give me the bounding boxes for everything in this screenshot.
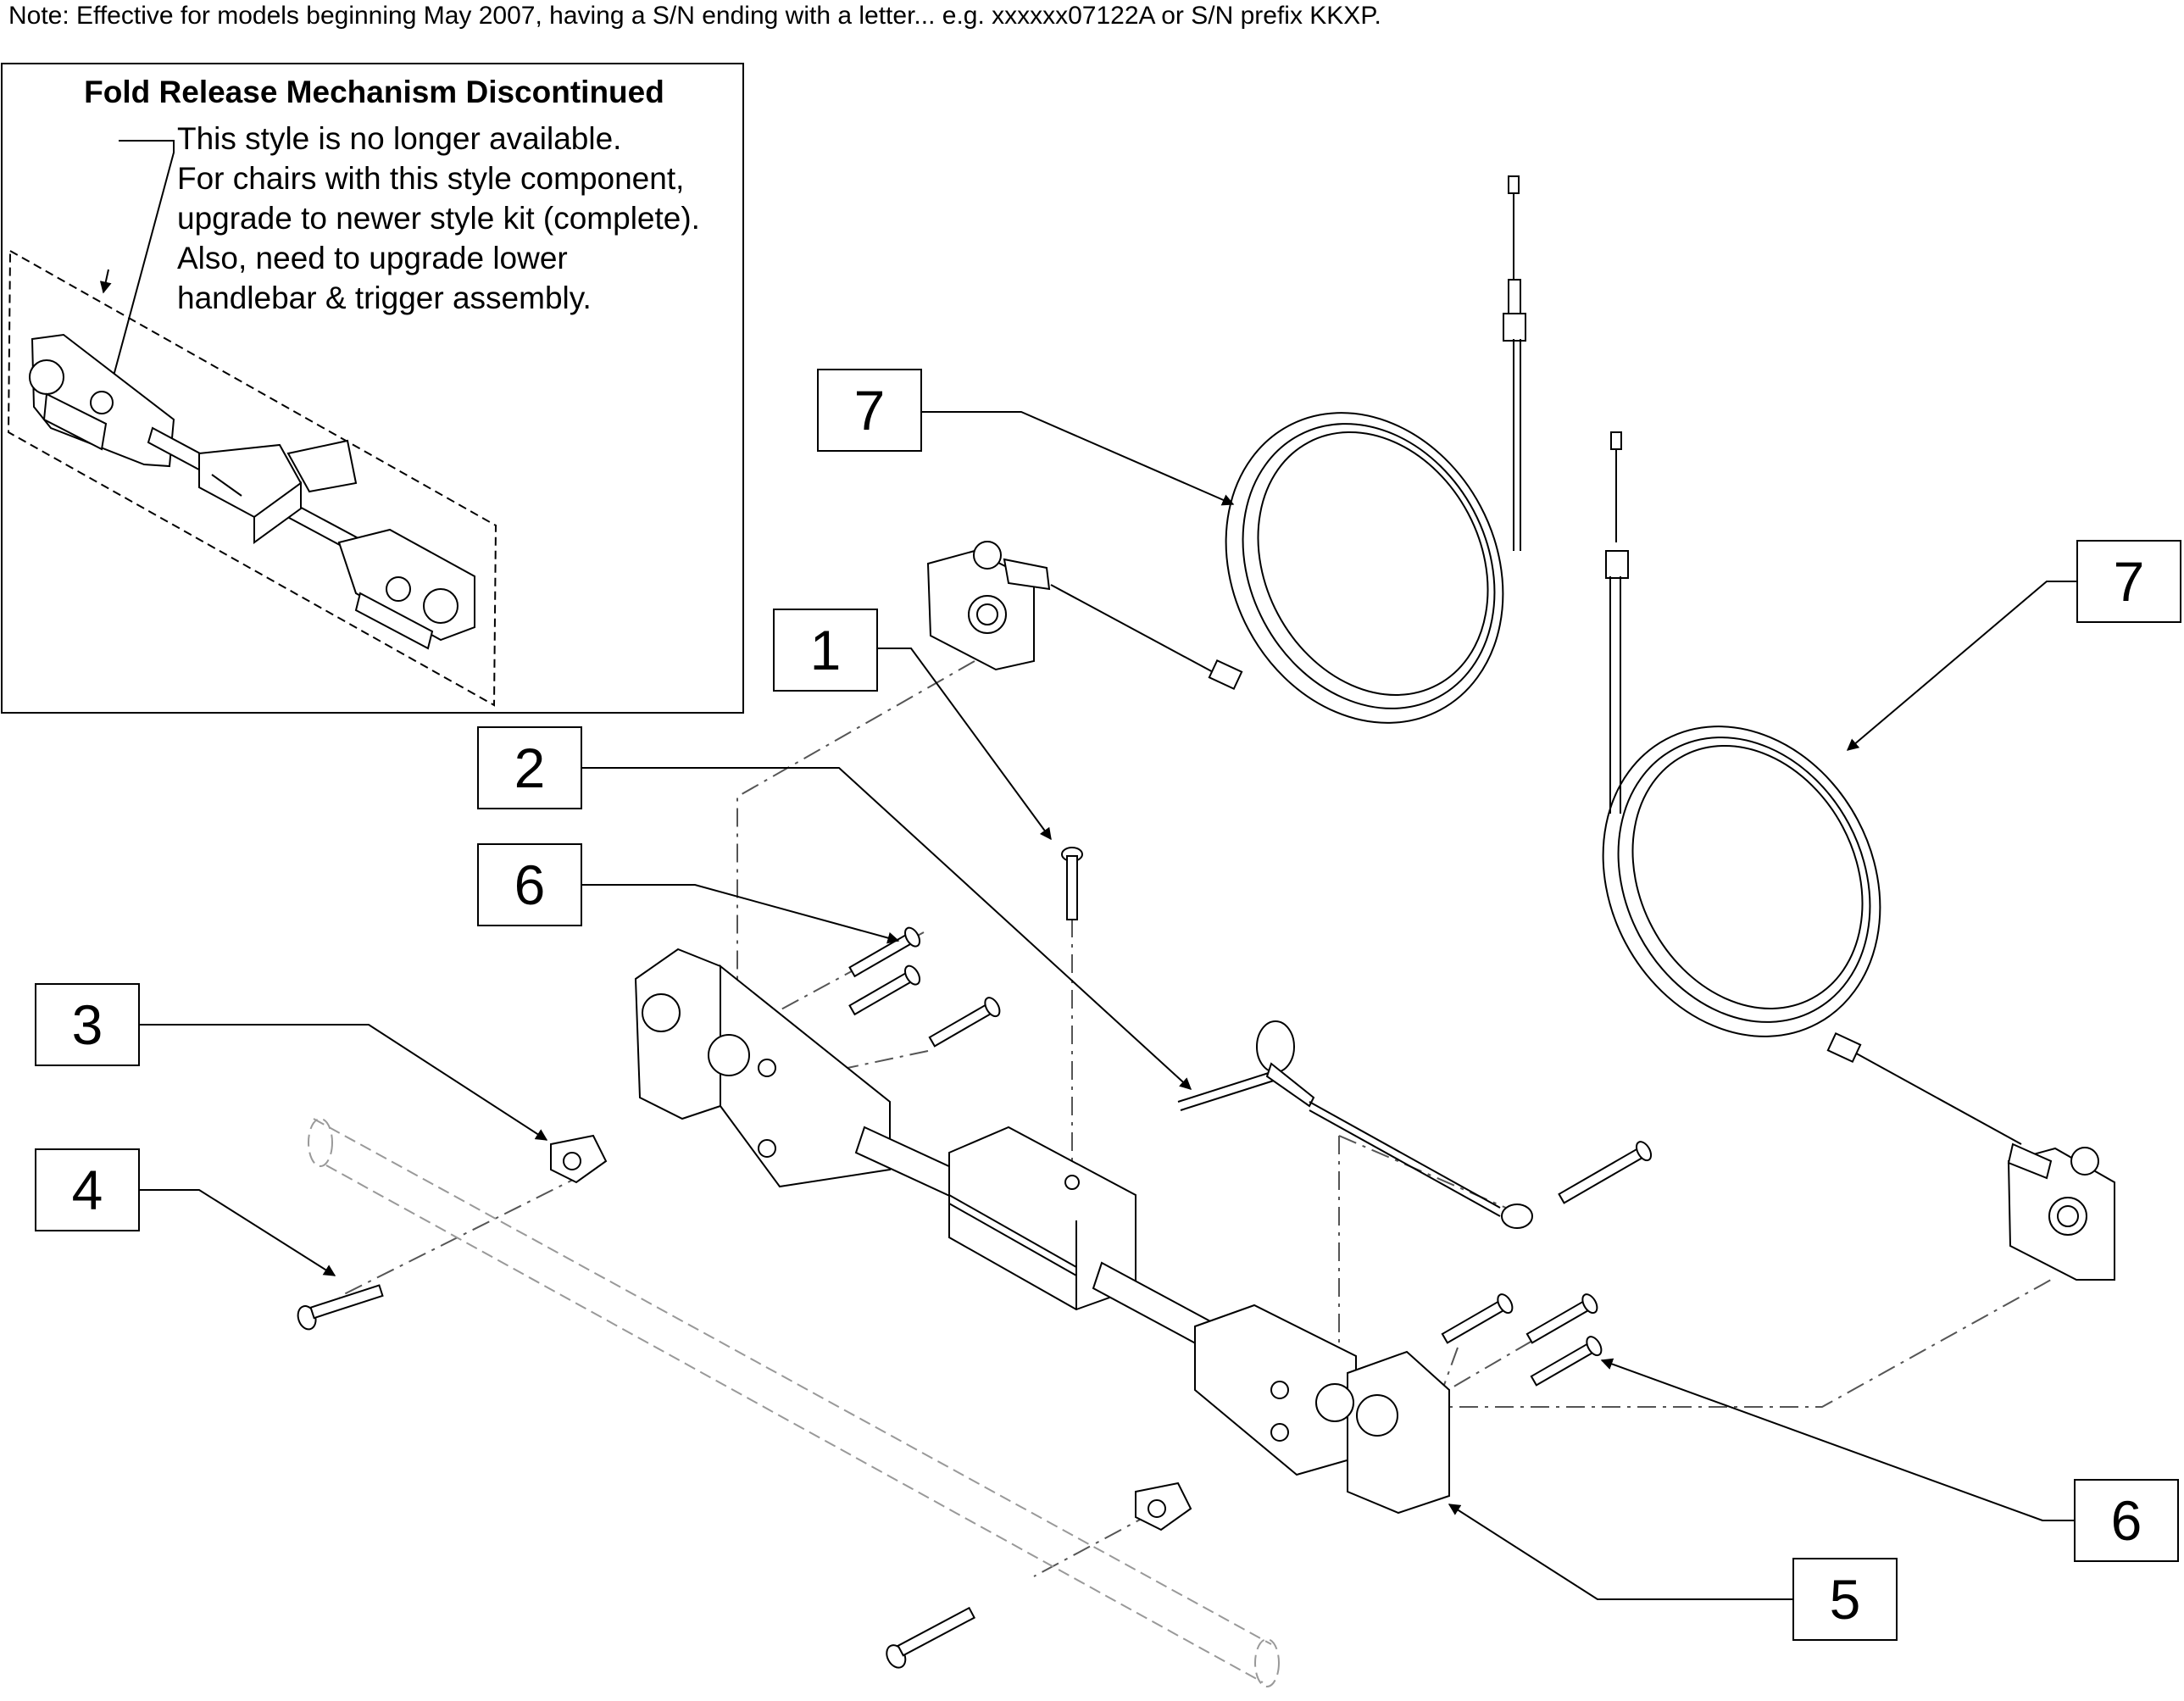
- inset-title: Fold Release Mechanism Discontinued: [84, 75, 664, 109]
- leader-lines: [140, 411, 2076, 1600]
- screws: [297, 847, 1653, 1669]
- alignment-lines: [338, 660, 2052, 1577]
- callout-7-lower: 7: [2076, 540, 2181, 623]
- cable-assembly-upper: [926, 175, 1526, 724]
- inset-line: For chairs with this style component,: [177, 161, 685, 196]
- inset-line: This style is no longer available.: [177, 121, 622, 156]
- callout-7-upper: 7: [817, 369, 922, 452]
- callout-4: 4: [35, 1148, 140, 1231]
- callout-3: 3: [35, 983, 140, 1066]
- callout-6-right: 6: [2074, 1479, 2179, 1562]
- old-style-mechanism-illustration: [7, 140, 497, 707]
- callout-6-left: 6: [477, 843, 582, 926]
- frame-tube-ghost: [308, 1118, 1280, 1687]
- fold-release-assembly: [634, 948, 1450, 1515]
- discontinued-inset-box: Fold Release Mechanism Discontinued This…: [1, 63, 744, 714]
- inset-line: upgrade to newer style kit (complete).: [177, 201, 700, 236]
- callout-5: 5: [1792, 1558, 1898, 1641]
- callout-2: 2: [477, 726, 582, 809]
- inset-line: Also, need to upgrade lower: [177, 241, 568, 275]
- note-text: Note: Effective for models beginning May…: [8, 2, 1381, 30]
- inset-description: This style is no longer available. For c…: [177, 119, 700, 318]
- callout-1: 1: [773, 609, 878, 692]
- inset-line: handlebar & trigger assembly.: [177, 281, 592, 315]
- release-pin: [1177, 1020, 1533, 1229]
- cable-assembly-lower: [1602, 431, 2115, 1281]
